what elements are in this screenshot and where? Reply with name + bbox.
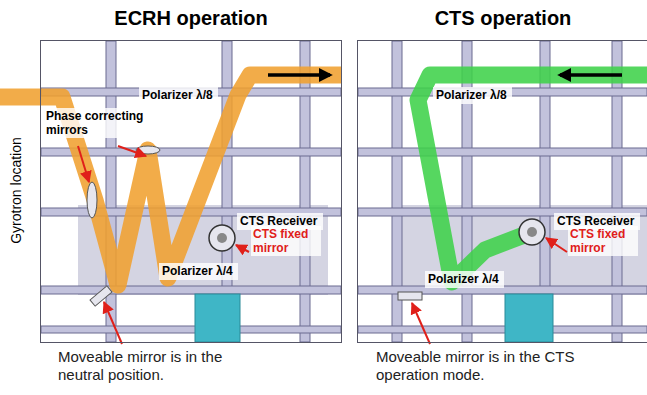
steel-post [106,41,116,342]
label-patch: Polarizer λ/8 [433,87,512,104]
callout-label: CTS fixed mirror [251,226,321,256]
panel-title: CTS operation [358,7,647,30]
receiver-core [217,233,227,243]
steel-post [300,41,310,342]
receiver-symbol [519,219,545,245]
receiver-symbol [209,225,235,251]
caption-note: Moveable mirror is in the neutral positi… [58,348,268,384]
label-text: Moveable mirror is in the CTS operation … [376,348,626,384]
label-patch: Polarizer λ/8 [139,87,218,104]
axis-label: Gyrotron location [8,137,25,244]
panel-title: ECRH operation [41,7,341,30]
label-text: Gyrotron location [8,137,25,244]
phase-mirror [87,182,97,218]
component-label: Polarizer λ/8 [142,88,215,102]
steel-beam [41,286,341,294]
leader-arrow [118,146,146,156]
ecrh-beam [0,75,342,285]
moveable-mirror [398,292,422,300]
leader-arrow [412,303,430,344]
label-text: CTS fixed mirror [253,227,319,255]
component-label: Polarizer λ/8 [436,88,509,102]
steel-beam [358,148,647,156]
cts-beam [418,75,647,282]
caption-note: Moveable mirror is in the CTS operation … [376,348,626,384]
moveable-mirror [90,286,112,306]
operation-panel: ECRH operationPolarizer λ/8CTS ReceiverP… [40,40,342,343]
label-patch: Polarizer λ/4 [159,263,238,280]
steel-post [612,41,622,342]
cyan-block [505,294,553,342]
receiver-core [527,227,537,237]
label-text: Moveable mirror is in the neutral positi… [58,348,268,384]
label-text: Phase correcting mirrors [46,109,156,137]
steel-beam [41,326,341,333]
cyan-block [195,294,240,342]
callout-label: CTS fixed mirror [568,226,638,256]
leader-arrow [104,302,122,344]
leader-arrow [78,146,89,182]
label-patch: Polarizer λ/4 [425,271,504,288]
callout-label: Phase correcting mirrors [44,108,158,138]
leader-arrow [236,245,249,252]
label-text: CTS fixed mirror [570,227,636,255]
direction-arrow [560,73,622,77]
leader-arrow [546,238,567,252]
direction-arrow [268,73,330,77]
steel-beam [358,326,647,333]
component-label: Polarizer λ/4 [428,272,501,286]
component-label: Polarizer λ/4 [162,264,235,278]
operation-panel: CTS operationPolarizer λ/8CTS ReceiverPo… [357,40,647,343]
